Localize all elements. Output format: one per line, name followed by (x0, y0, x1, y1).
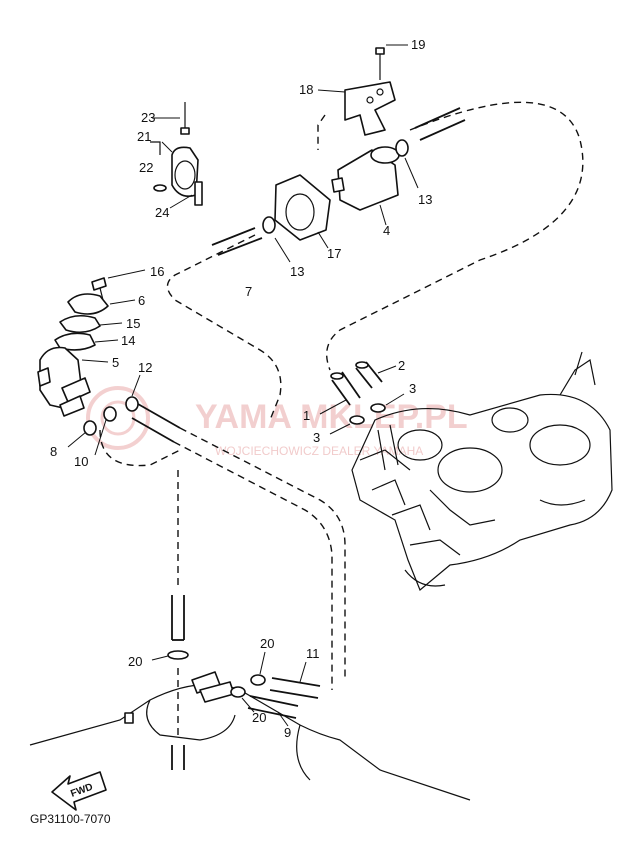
callout-3-lower: 3 (313, 430, 320, 445)
callout-20-upper: 20 (260, 636, 274, 651)
callout-4: 4 (383, 223, 390, 238)
fuel-filter-4 (331, 142, 406, 226)
bolt-23 (152, 102, 190, 135)
hose-9 (247, 695, 299, 727)
carburetor-assembly (351, 351, 613, 591)
holder-21 (150, 141, 199, 198)
callout-5: 5 (112, 355, 119, 370)
callout-11: 11 (306, 646, 320, 661)
bolt-19 (375, 47, 385, 80)
clamp-20-upper (250, 651, 266, 686)
clamp-20-lower (230, 686, 255, 713)
plate-14 (54, 332, 119, 351)
callout-20-left: 20 (128, 654, 142, 669)
hose-7-loop (166, 234, 282, 421)
clamp-13-right (395, 139, 419, 189)
fuel-cock-5 (37, 346, 109, 417)
callout-2: 2 (398, 358, 405, 373)
callout-24: 24 (155, 205, 169, 220)
clamp-10 (94, 406, 117, 456)
clamp-3-lower (329, 415, 365, 435)
callout-15: 15 (126, 316, 140, 331)
hose-2 (355, 361, 397, 389)
bracket-guide (317, 114, 326, 150)
holder-17 (274, 174, 331, 249)
callout-16: 16 (150, 264, 164, 279)
callout-labels: 19 18 23 21 22 24 13 4 17 13 7 16 6 15 1… (50, 37, 432, 740)
callout-12: 12 (138, 360, 152, 375)
diagram-code: GP31100-7070 (30, 812, 111, 826)
callout-3-upper: 3 (409, 381, 416, 396)
callout-22: 22 (139, 160, 153, 175)
callout-14: 14 (121, 333, 135, 348)
callout-17: 17 (327, 246, 341, 261)
clamp-3-upper (370, 393, 405, 413)
bracket-18 (344, 81, 396, 136)
callout-19: 19 (411, 37, 425, 52)
callout-7: 7 (245, 284, 252, 299)
callout-8: 8 (50, 444, 57, 459)
callout-18: 18 (299, 82, 313, 97)
drain-hose-vertical (151, 470, 189, 770)
hose-main-return (326, 101, 584, 371)
hose-1 (319, 371, 361, 415)
callout-13-left: 13 (290, 264, 304, 279)
hose-lower-pair (99, 403, 346, 690)
callout-1: 1 (303, 408, 310, 423)
hose-11 (269, 661, 321, 699)
watermark: YAMA MKLEP.PL WOJCIECHOWICZ DEALER YAMAH… (86, 386, 468, 458)
clamp-12 (125, 374, 141, 412)
plate-6 (67, 293, 136, 315)
callout-10: 10 (74, 454, 88, 469)
callout-20-lower: 20 (252, 710, 266, 725)
callout-23: 23 (141, 110, 155, 125)
callout-6: 6 (138, 293, 145, 308)
clamp-8 (67, 420, 97, 448)
clip-24 (169, 181, 203, 209)
screw-16 (91, 269, 146, 301)
callout-21: 21 (137, 129, 151, 144)
callout-13-right: 13 (418, 192, 432, 207)
hose-segment-upper-right (414, 107, 466, 141)
watermark-sub: WOJCIECHOWICZ DEALER YAMAHA (215, 444, 423, 458)
fwd-arrow-icon: FWD (51, 771, 107, 811)
gasket-15 (59, 314, 123, 334)
clamp-13-left (262, 216, 291, 263)
hose-segment-7 (211, 227, 263, 256)
callout-9: 9 (284, 725, 291, 740)
washer-22 (153, 184, 167, 192)
